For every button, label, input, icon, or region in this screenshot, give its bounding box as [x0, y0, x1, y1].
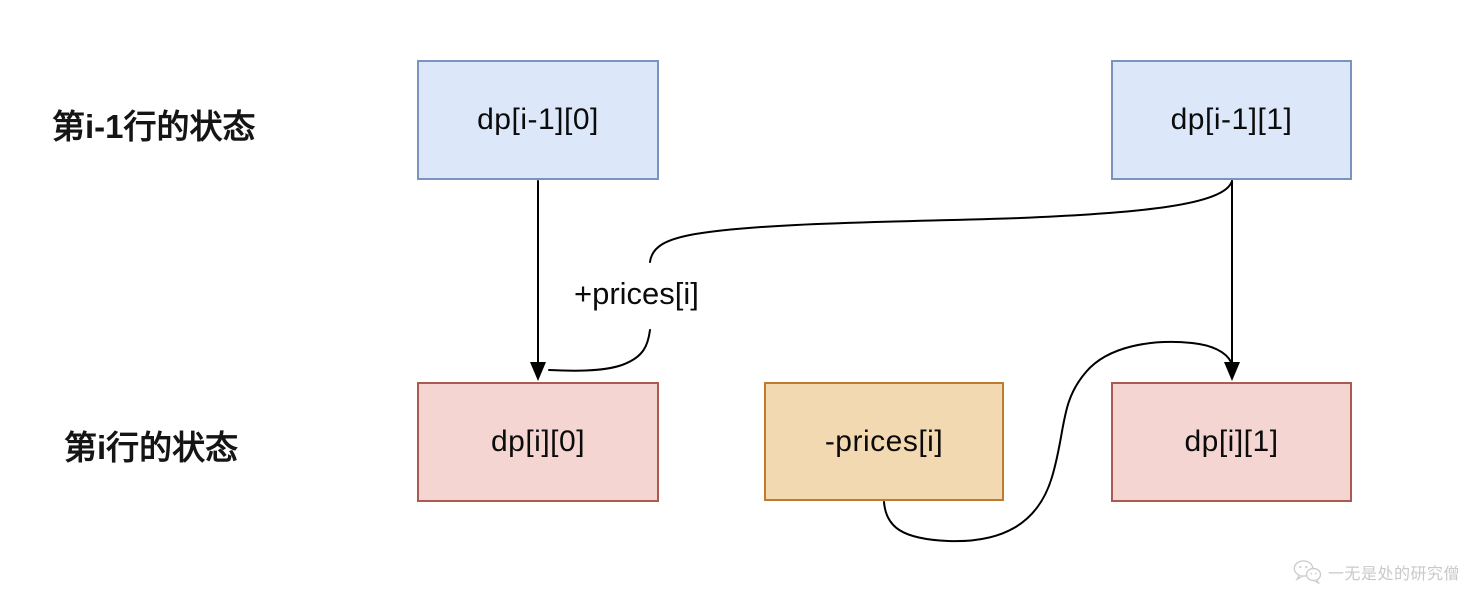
watermark: 一无是处的研究僧 [1292, 559, 1460, 584]
row-label-prev: 第i-1行的状态 [52, 108, 256, 145]
arrow-minus-prices-to-dp-cur-1 [883, 340, 1232, 543]
node-dp-cur-0-label: dp[i][0] [490, 425, 586, 458]
node-dp-cur-1: dp[i][1] [1111, 382, 1352, 502]
node-dp-prev-1: dp[i-1][1] [1111, 60, 1352, 180]
row-label-cur: 第i行的状态 [64, 429, 239, 466]
arrow-dp-prev-1-to-dp-cur-0-upper [649, 180, 1233, 263]
node-dp-prev-0: dp[i-1][0] [417, 60, 659, 180]
node-minus-prices: -prices[i] [764, 382, 1004, 501]
arrow-dp-prev-1-to-dp-cur-0-lower [548, 329, 651, 372]
node-dp-prev-0-label: dp[i-1][0] [477, 103, 599, 136]
arrowhead-dp-cur-1 [1224, 362, 1240, 381]
node-dp-cur-1-label: dp[i][1] [1184, 425, 1279, 458]
edge-label-plus-prices: +prices[i] [574, 276, 699, 311]
watermark-text: 一无是处的研究僧 [1327, 565, 1460, 583]
node-dp-cur-0: dp[i][0] [417, 382, 659, 502]
arrowhead-dp-cur-0 [530, 362, 546, 381]
wechat-icon [1293, 560, 1322, 584]
node-minus-prices-label: -prices[i] [824, 424, 944, 458]
node-dp-prev-1-label: dp[i-1][1] [1170, 103, 1293, 136]
